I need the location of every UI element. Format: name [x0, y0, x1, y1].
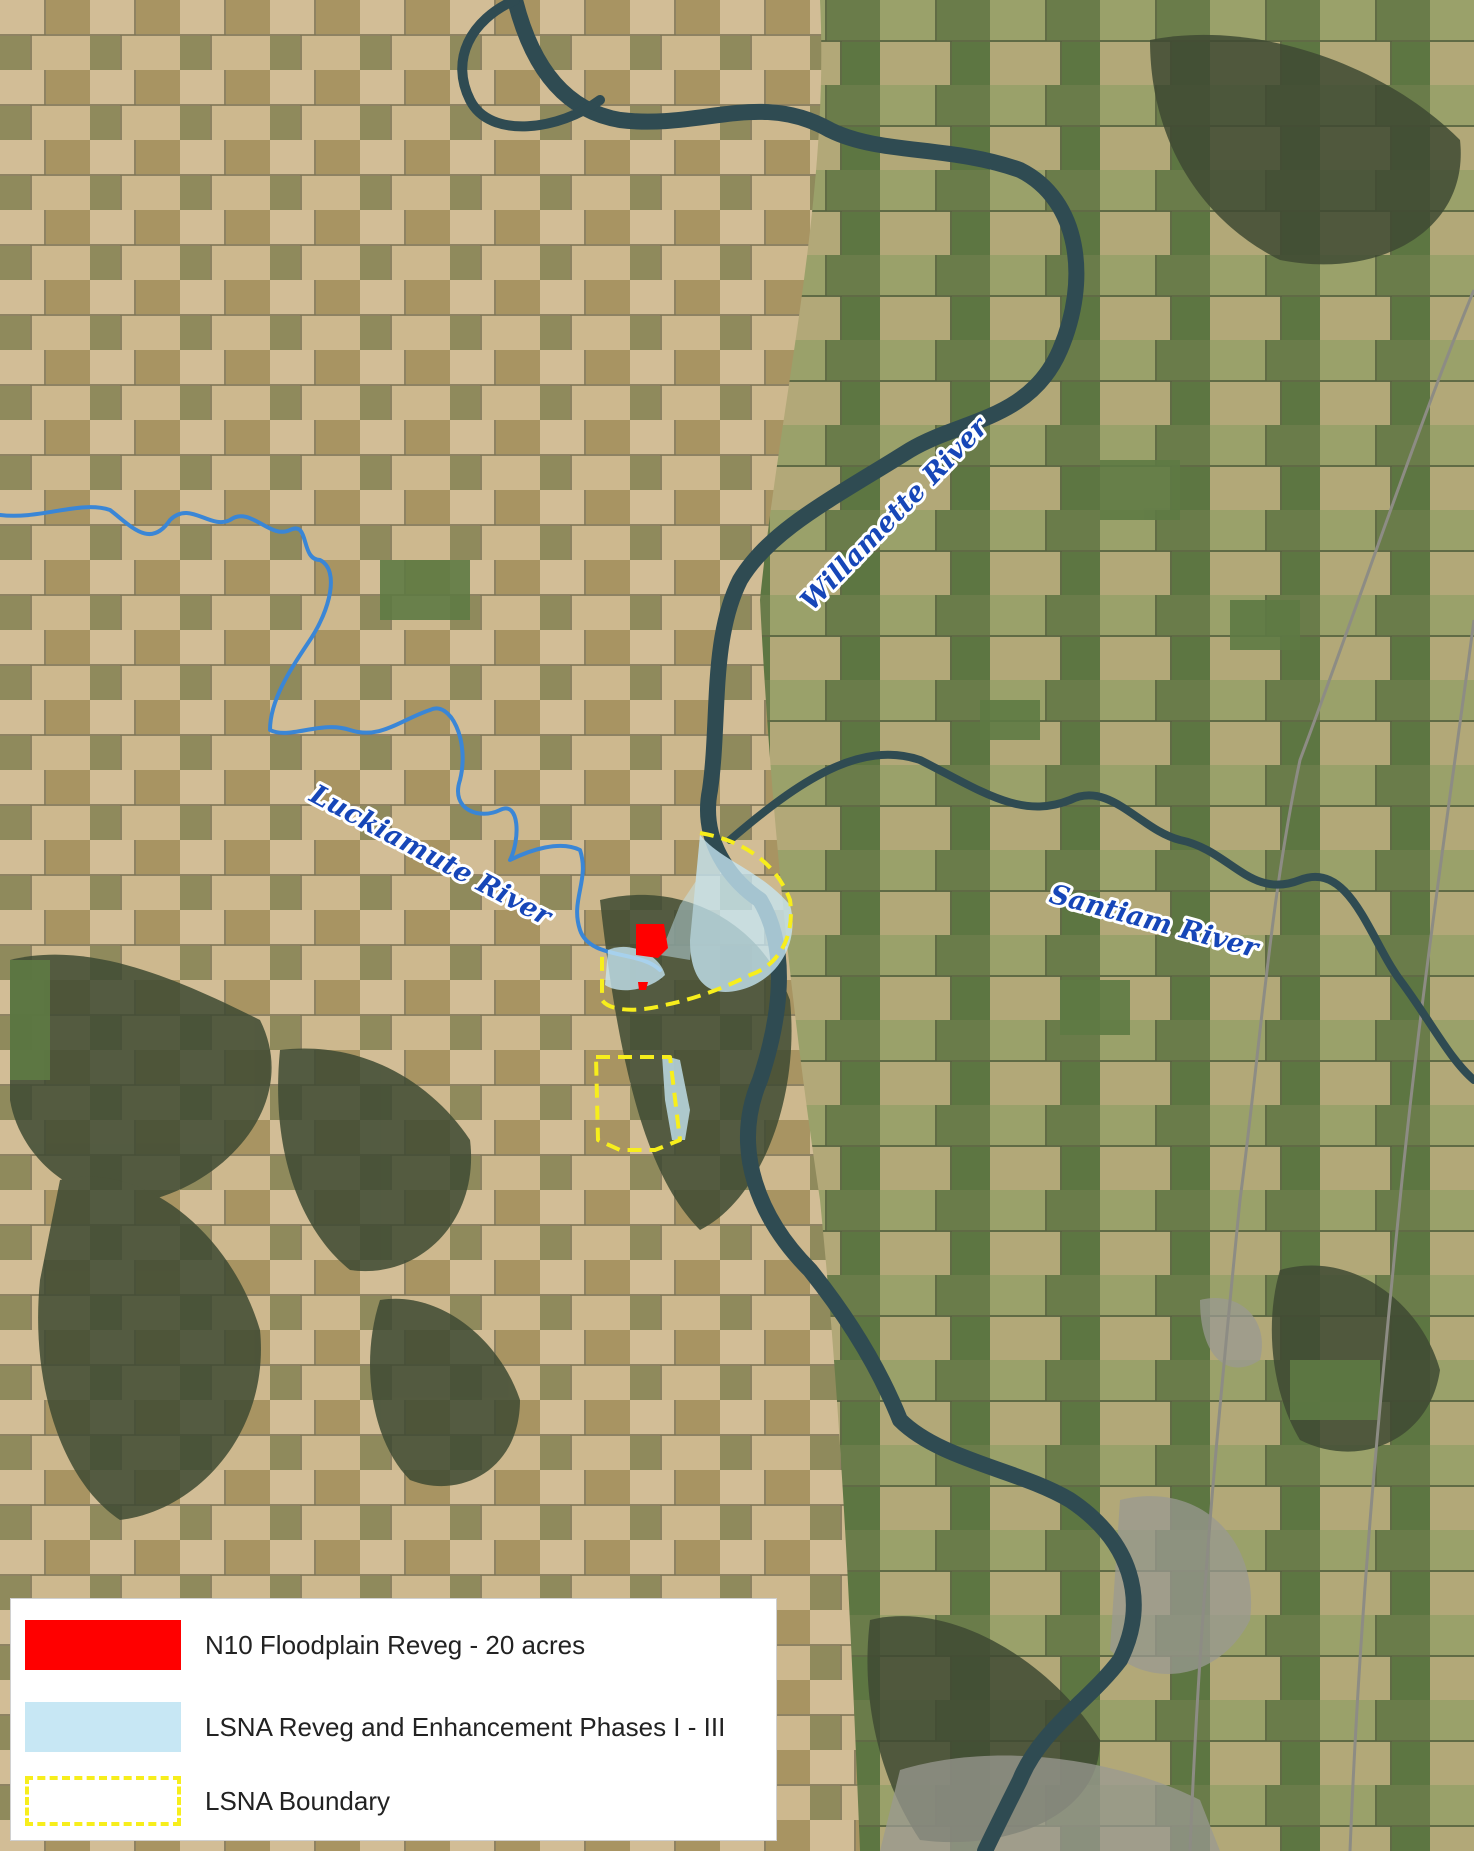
legend-label-n10: N10 Floodplain Reveg - 20 acres — [205, 1629, 586, 1660]
legend-swatch-dashed-yellow — [25, 1776, 181, 1826]
n10-floodplain-area — [636, 924, 668, 958]
legend-label-lsna-reveg: LSNA Reveg and Enhancement Phases I - II… — [205, 1711, 726, 1742]
legend-label-lsna-boundary: LSNA Boundary — [205, 1785, 391, 1816]
lsna-boundary — [594, 831, 793, 1152]
n10-floodplain-area-small — [638, 982, 648, 990]
map-legend: N10 Floodplain Reveg - 20 acres LSNA Rev… — [10, 1598, 777, 1841]
luckiamute-river — [0, 505, 662, 972]
town-areas — [880, 1298, 1262, 1851]
legend-item-lsna-reveg: LSNA Reveg and Enhancement Phases I - II… — [25, 1697, 725, 1757]
santiam-river — [726, 750, 1474, 1084]
legend-swatch-lightblue — [25, 1702, 181, 1752]
legend-swatch-red — [25, 1620, 181, 1670]
highways — [1188, 289, 1474, 1851]
legend-item-n10: N10 Floodplain Reveg - 20 acres — [25, 1615, 585, 1675]
legend-item-lsna-boundary: LSNA Boundary — [25, 1771, 390, 1831]
willamette-river — [507, 0, 1142, 1851]
green-fields — [10, 460, 1380, 1420]
willamette-oxbow — [457, 0, 605, 132]
